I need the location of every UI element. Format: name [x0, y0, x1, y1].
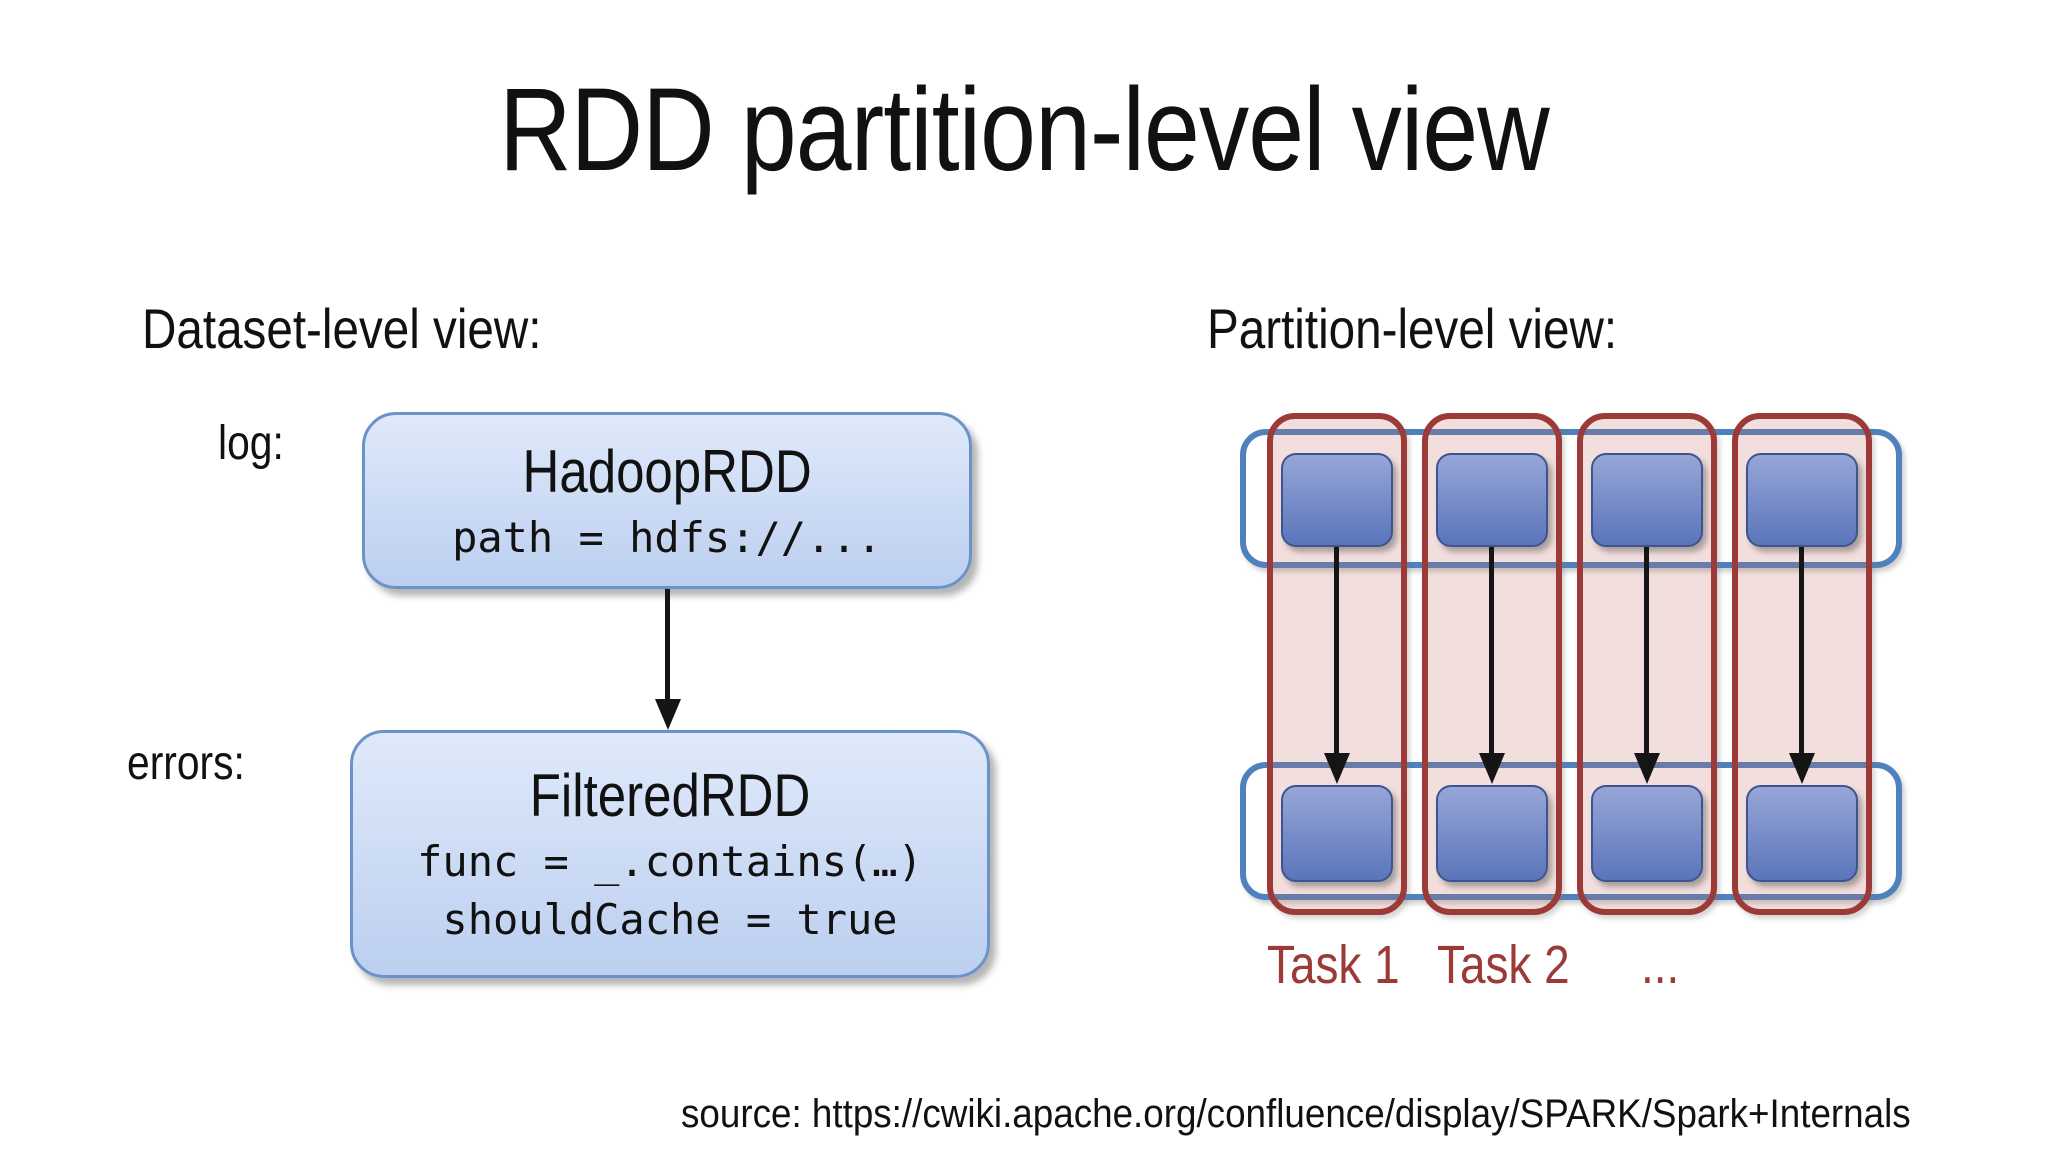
partition-arrow-line: [1644, 547, 1649, 753]
hadooprdd-path-prop: path = hdfs://...: [452, 512, 882, 562]
hadooprdd-box: HadoopRDD path = hdfs://...: [362, 412, 972, 589]
task-labels: Task 1 Task 2...: [1267, 934, 1686, 996]
partition-box-top: [1591, 453, 1703, 547]
task-ellipsis-label: ...: [1641, 935, 1680, 995]
partition-box-top: [1281, 453, 1393, 547]
partition-box-bottom: [1746, 785, 1858, 882]
partition-box-bottom: [1436, 785, 1548, 882]
partition-arrow-head-icon: [1789, 753, 1815, 784]
source-attribution: source: https://cwiki.apache.org/conflue…: [681, 1092, 1912, 1136]
task-1-label: Task 1: [1267, 935, 1400, 995]
partition-box-top: [1436, 453, 1548, 547]
log-label: log:: [218, 417, 284, 470]
task-2-label: Task 2: [1437, 935, 1570, 995]
filteredrdd-cache-prop: shouldCache = true: [442, 895, 898, 944]
filteredrdd-name: FilteredRDD: [529, 762, 811, 829]
dependency-arrow-head-icon: [655, 699, 681, 730]
errors-label: errors:: [127, 737, 245, 790]
dependency-arrow-line: [665, 589, 670, 701]
partition-box-top: [1746, 453, 1858, 547]
partition-arrow-head-icon: [1479, 753, 1505, 784]
filteredrdd-box: FilteredRDD func = _.contains(…) shouldC…: [350, 730, 990, 978]
partition-view-heading: Partition-level view:: [1207, 297, 1618, 360]
partition-arrow-head-icon: [1634, 753, 1660, 784]
partition-arrow-line: [1799, 547, 1804, 753]
partition-arrow-head-icon: [1324, 753, 1350, 784]
partition-box-bottom: [1281, 785, 1393, 882]
dataset-view-heading: Dataset-level view:: [142, 297, 542, 360]
partition-arrow-line: [1489, 547, 1494, 753]
slide-title: RDD partition-level view: [499, 64, 1550, 196]
filteredrdd-func-prop: func = _.contains(…): [417, 837, 923, 886]
hadooprdd-name: HadoopRDD: [522, 437, 812, 505]
partition-box-bottom: [1591, 785, 1703, 882]
partition-arrow-line: [1334, 547, 1339, 753]
